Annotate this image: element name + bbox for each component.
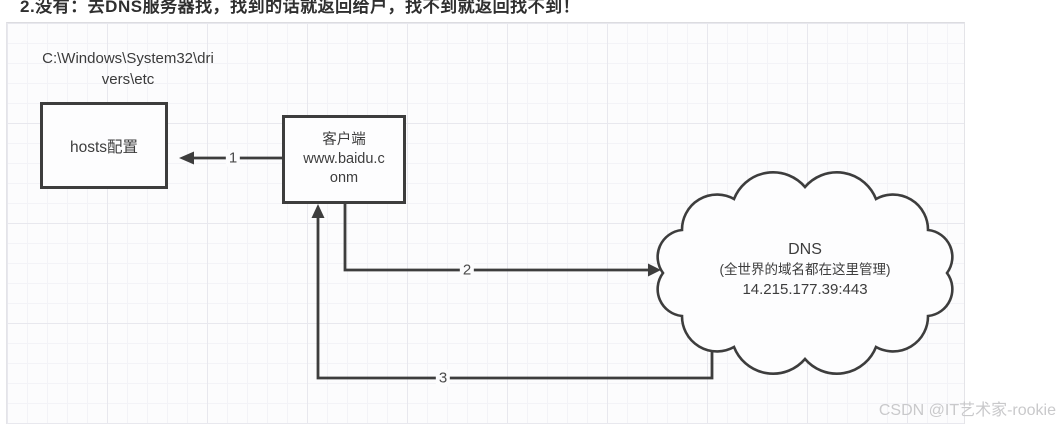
hosts-config-node: hosts配置 bbox=[40, 102, 168, 189]
client-domain-line2: onm bbox=[329, 170, 359, 186]
dns-title: DNS bbox=[788, 241, 822, 258]
dns-ip-address: 14.215.177.39:443 bbox=[742, 281, 868, 298]
dns-cloud-text: DNS (全世界的域名都在这里管理) 14.215.177.39:443 bbox=[665, 240, 945, 300]
arrow-2-label: 2 bbox=[459, 261, 475, 279]
hosts-file-path-label: C:\Windows\System32\dri vers\etc bbox=[18, 48, 238, 90]
dns-subtitle: (全世界的域名都在这里管理) bbox=[719, 262, 891, 277]
hosts-config-label: hosts配置 bbox=[69, 138, 139, 156]
client-label: 客户端 bbox=[322, 132, 366, 148]
article-heading-cutoff: 2.没有：去DNS服务器找，找到的话就返回给户，找不到就返回找不到！ bbox=[20, 0, 581, 16]
hosts-file-path-line1: C:\Windows\System32\dri bbox=[42, 50, 214, 67]
client-domain-line1: www.baidu.c bbox=[303, 151, 385, 167]
client-node: 客户端 www.baidu.c onm bbox=[282, 115, 406, 204]
csdn-watermark: CSDN @IT艺术家-rookie bbox=[878, 402, 1056, 419]
arrow-3-label: 3 bbox=[435, 369, 451, 387]
hosts-file-path-line2: vers\etc bbox=[101, 71, 155, 88]
arrow-1-label: 1 bbox=[225, 149, 241, 167]
